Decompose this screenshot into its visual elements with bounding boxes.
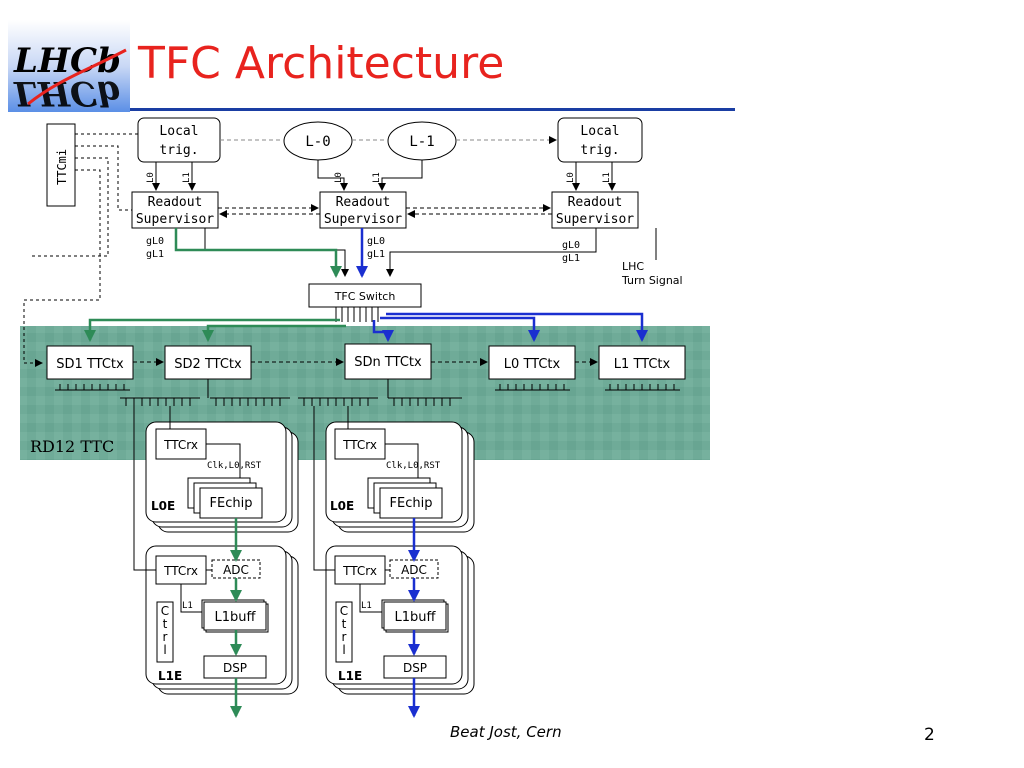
l0-trigger-label: L-0	[305, 134, 330, 150]
dsp-right-label: DSP	[403, 661, 427, 675]
gl0-left: gL0	[146, 236, 164, 247]
clk-l0-rst-right: Clk,L0,RST	[386, 461, 441, 471]
l0e-left-label: L0E	[151, 499, 175, 513]
sd2-ttctx-label: SD2 TTCtx	[174, 357, 242, 372]
l0-ttctx-box	[488, 345, 576, 380]
title-underline	[130, 108, 735, 111]
l1-ttctx-box	[598, 345, 686, 380]
clk-l0-rst-left: Clk,L0,RST	[207, 461, 262, 471]
ctrl-right	[335, 601, 353, 663]
ttcrx-right-top-label: TTCrx	[342, 438, 377, 452]
l1buff-right	[383, 601, 447, 631]
l0-tag-mid: L0	[334, 172, 344, 183]
supervisor-dashed-links	[218, 204, 552, 218]
adc-left-label: ADC	[223, 563, 249, 577]
ttctx-fanout-combs	[55, 379, 680, 406]
footer-author: Beat Jost, Cern	[450, 723, 562, 741]
slide-title: TFC Architecture	[138, 38, 505, 89]
ttcrx-left-bottom	[155, 555, 207, 585]
ttcrx-left-bottom-label: TTCrx	[163, 564, 198, 578]
l0-ttctx-label: L0 TTCtx	[504, 357, 561, 372]
readout-supervisor-left	[131, 191, 219, 229]
l1e-left-label: L1E	[158, 669, 182, 683]
readout-supervisor-middle	[319, 191, 407, 229]
l0-tag-right: L0	[566, 172, 576, 183]
gl1-left: gL1	[146, 249, 164, 260]
page-number: 2	[924, 725, 935, 745]
fechip-right	[379, 487, 443, 519]
ttcrx-right-bottom-label: TTCrx	[342, 564, 377, 578]
l1buff-left-label: L1buff	[215, 610, 257, 625]
l1buff-left	[203, 601, 267, 631]
l1buff-right-label: L1buff	[395, 610, 437, 625]
l1e-right-label: L1E	[338, 669, 362, 683]
sdn-ttctx-box	[344, 343, 432, 380]
fechip-left	[199, 487, 263, 519]
dsp-left-label: DSP	[223, 661, 247, 675]
ttcrx-left-top-label: TTCrx	[163, 438, 198, 452]
ttcmi-label: TTCmi	[55, 149, 69, 185]
fechip-left-label: FEchip	[210, 496, 253, 511]
sd1-ttctx-label: SD1 TTCtx	[56, 357, 124, 372]
tfc-switch-label: TFC Switch	[334, 290, 396, 303]
l1-small-left: L1	[182, 601, 193, 611]
gl1-mid: gL1	[367, 249, 385, 260]
rd12-ttc-label: RD12 TTC	[30, 437, 114, 456]
gl1-right: gL1	[562, 253, 580, 264]
ctrl-left	[156, 601, 174, 663]
l1-tag-left: L1	[182, 172, 192, 183]
l1-trigger-label: L-1	[409, 134, 434, 150]
l0e-right-label: L0E	[330, 499, 354, 513]
ttcmi-box	[46, 123, 76, 207]
l1-small-right: L1	[361, 601, 372, 611]
sdn-ttctx-label: SDn TTCtx	[354, 355, 422, 370]
ttcrx-left-top	[155, 428, 207, 460]
readout-supervisor-right	[551, 191, 639, 229]
tfc-switch-pins	[335, 307, 379, 322]
gl0-right: gL0	[562, 240, 580, 251]
lhcb-logo: LHCb LHCb	[8, 20, 130, 112]
l0-tag-left: L0	[146, 172, 156, 183]
local-trig-right-box	[557, 117, 643, 163]
adc-right-label: ADC	[401, 563, 427, 577]
gl0-mid: gL0	[367, 236, 385, 247]
tfc-switch-box	[308, 283, 422, 308]
sd2-ttctx-box	[164, 345, 252, 380]
l1-tag-right: L1	[602, 172, 612, 183]
fechip-right-label: FEchip	[390, 496, 433, 511]
l1-ttctx-label: L1 TTCtx	[614, 357, 671, 372]
l1-tag-mid: L1	[372, 172, 382, 183]
